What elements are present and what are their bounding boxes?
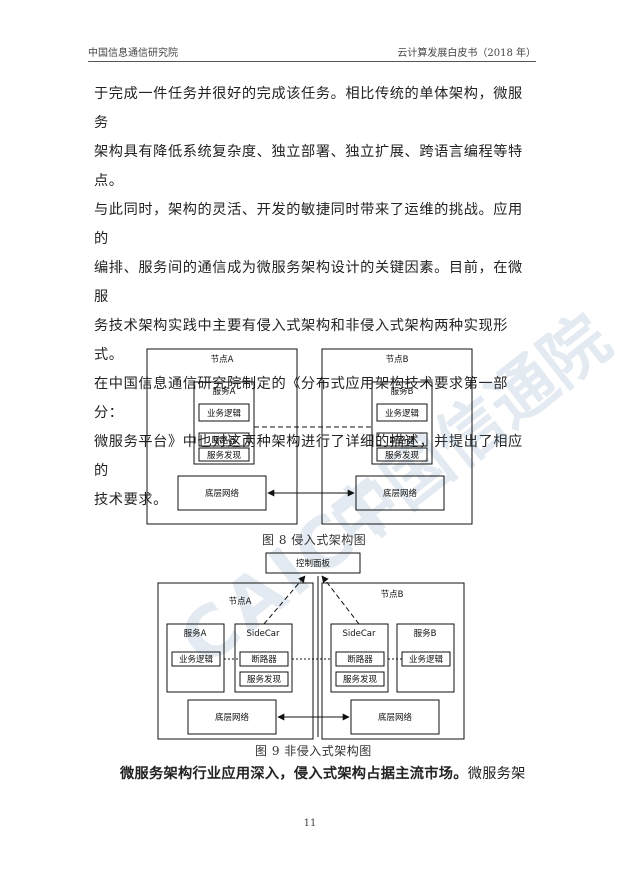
body-paragraph: 于完成一件任务并很好的完成该任务。相比传统的单体架构，微服务 架构具有降低系统复… — [94, 80, 534, 515]
paragraph-line: 在中国信息通信研究院制定的《分布式应用架构技术要求第一部分： — [94, 376, 509, 421]
label-network-a-fig9: 底层网络 — [215, 712, 250, 723]
figure-8-caption: 图 8 侵入式架构图 — [262, 533, 367, 547]
svg-text:中国信通院: 中国信通院 — [317, 300, 620, 564]
service-discovery-a — [198, 447, 250, 462]
label-node-a: 节点A — [211, 355, 234, 365]
paragraph-line: 与此同时，架构的灵活、开发的敏捷同时带来了运维的挑战。应用的 — [94, 202, 523, 247]
service-discovery-a-fig9 — [239, 671, 289, 687]
sidecar-b-box — [330, 623, 389, 693]
node-a-box — [146, 348, 298, 525]
circuit-breaker-b — [376, 432, 428, 447]
service-discovery-b-fig9 — [335, 671, 385, 687]
label-business-logic-b: 业务逻辑 — [385, 408, 420, 419]
label-service-b: 服务B — [391, 386, 414, 397]
label-service-a: 服务A — [213, 386, 236, 397]
label-circuit-breaker-b: 断路器 — [389, 435, 415, 446]
node-b-box-fig9 — [321, 582, 465, 740]
label-sidecar-a: SideCar — [246, 629, 280, 639]
service-a-box — [193, 381, 255, 465]
service-b-box — [371, 381, 433, 465]
paragraph-line: 技术要求。 — [94, 492, 168, 508]
paragraph-line: 架构具有降低系统复杂度、独立部署、独立扩展、跨语言编程等特点。 — [94, 144, 523, 189]
continuation-text: 微服务架 — [467, 766, 526, 782]
label-node-a-fig9: 节点A — [229, 597, 252, 607]
network-b — [355, 475, 445, 511]
service-b-box-fig9 — [396, 623, 455, 693]
service-discovery-b — [376, 447, 428, 462]
business-logic-a — [198, 403, 250, 422]
node-a-box-fig9 — [157, 582, 314, 740]
label-network-a: 底层网络 — [205, 488, 240, 499]
label-business-logic-a: 业务逻辑 — [207, 408, 242, 419]
circuit-breaker-a-fig9 — [239, 651, 289, 667]
label-service-discovery-a-fig9: 服务发现 — [247, 674, 282, 685]
page-number: 11 — [303, 818, 317, 829]
paragraph-line: 务技术架构实践中主要有侵入式架构和非侵入式架构两种实现形式。 — [94, 318, 509, 363]
network-b-fig9 — [350, 699, 440, 735]
control-arrow-b — [321, 575, 360, 625]
control-arrow-a — [263, 575, 306, 625]
label-network-b-fig9: 底层网络 — [378, 712, 413, 723]
circuit-breaker-b-fig9 — [335, 651, 385, 667]
network-a — [177, 475, 267, 511]
network-a-fig9 — [187, 699, 277, 735]
label-service-discovery-b-fig9: 服务发现 — [343, 674, 378, 685]
label-circuit-breaker-a-fig9: 断路器 — [251, 654, 277, 665]
label-circuit-breaker-a: 断路器 — [211, 435, 237, 446]
business-logic-a-fig9 — [171, 651, 221, 667]
figure-8-intrusive-architecture — [146, 348, 473, 525]
label-circuit-breaker-b-fig9: 断路器 — [347, 654, 373, 665]
label-business-logic-b-fig9: 业务逻辑 — [409, 654, 444, 665]
label-control-panel: 控制面板 — [296, 558, 331, 569]
bold-sentence: 微服务架构行业应用深入，侵入式架构占据主流市场。 — [120, 766, 468, 782]
node-b-box — [321, 348, 473, 525]
business-logic-b — [376, 403, 428, 422]
label-sidecar-b: SideCar — [342, 629, 376, 639]
service-a-box-fig9 — [166, 623, 225, 693]
label-node-b-fig9: 节点B — [381, 590, 404, 600]
closing-line: 微服务架构行业应用深入，侵入式架构占据主流市场。微服务架 — [120, 763, 526, 783]
label-network-b: 底层网络 — [383, 488, 418, 499]
label-business-logic-a-fig9: 业务逻辑 — [179, 654, 214, 665]
figure-9-non-intrusive-architecture — [157, 552, 465, 740]
label-service-a-fig9: 服务A — [184, 628, 207, 639]
circuit-breaker-a — [198, 432, 250, 447]
page-header-left: 中国信息通信研究院 — [88, 48, 178, 59]
paragraph-line: 编排、服务间的通信成为微服务架构设计的关键因素。目前，在微服 — [94, 260, 523, 305]
label-service-b-fig9: 服务B — [414, 628, 437, 639]
sidecar-a-box — [234, 623, 293, 693]
figure-9-caption: 图 9 非侵入式架构图 — [255, 744, 372, 758]
paragraph-line: 于完成一件任务并很好的完成该任务。相比传统的单体架构，微服务 — [94, 86, 523, 131]
page-header-right: 云计算发展白皮书（2018 年） — [397, 48, 536, 59]
label-node-b: 节点B — [386, 355, 409, 365]
header-rule — [88, 61, 536, 62]
label-service-discovery-b: 服务发现 — [385, 450, 420, 461]
label-service-discovery-a: 服务发现 — [207, 450, 242, 461]
control-panel-box — [265, 552, 361, 574]
